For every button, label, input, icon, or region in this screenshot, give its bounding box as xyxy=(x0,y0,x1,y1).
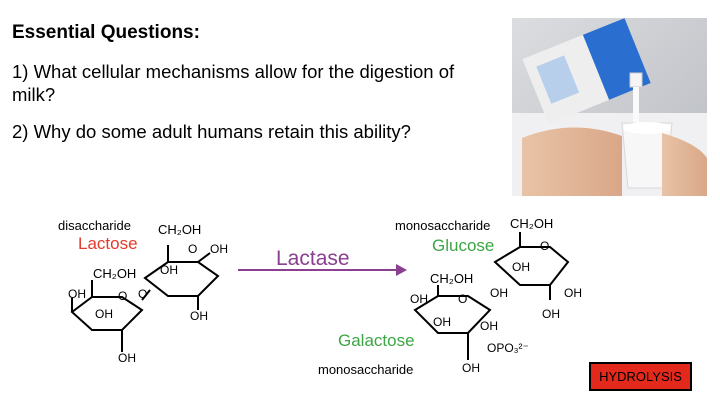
milk-pouring-photo xyxy=(512,18,707,196)
lactose-o-left: O xyxy=(118,289,127,303)
lactose-label: Lactose xyxy=(78,234,138,253)
galactose-oh-4: OH xyxy=(462,361,480,375)
glucose-oh-1: OH xyxy=(512,260,530,274)
galactose-opo3: OPO₃²⁻ xyxy=(487,341,529,355)
lactase-label: Lactase xyxy=(276,247,350,270)
essential-questions-title: Essential Questions: xyxy=(12,22,200,43)
galactose-molecule xyxy=(413,285,492,360)
galactose-oh-1: OH xyxy=(410,292,428,306)
lactose-ch2oh-top: CH₂OH xyxy=(158,222,201,237)
lactose-o-bridge: O xyxy=(138,287,147,301)
galactose-o: O xyxy=(458,292,467,306)
monosaccharide-bottom-label: monosaccharide xyxy=(318,362,413,377)
lactose-oh-6: OH xyxy=(190,309,208,323)
lactose-oh-1: OH xyxy=(68,287,86,301)
lactose-molecule xyxy=(70,245,220,352)
lactose-ch2oh-left: CH₂OH xyxy=(93,266,136,281)
question-1: 1) What cellular mechanisms allow for th… xyxy=(12,61,455,105)
lactose-hydrolysis-diagram: disaccharide Lactose CH₂OH CH₂OH OH O O … xyxy=(58,216,582,377)
lactose-oh-2: OH xyxy=(95,307,113,321)
lactose-oh-3: OH xyxy=(118,351,136,365)
galactose-label: Galactose xyxy=(338,331,415,350)
galactose-ch2oh: CH₂OH xyxy=(430,271,473,286)
glucose-o: O xyxy=(540,239,549,253)
hydrolysis-button[interactable]: HYDROLYSIS xyxy=(589,362,692,391)
glucose-ch2oh: CH₂OH xyxy=(510,216,553,231)
monosaccharide-top-label: monosaccharide xyxy=(395,218,490,233)
galactose-oh-2: OH xyxy=(433,315,451,329)
glucose-molecule xyxy=(493,232,570,300)
galactose-oh-3: OH xyxy=(480,319,498,333)
lactose-o-right: O xyxy=(188,242,197,256)
glucose-oh-3: OH xyxy=(564,286,582,300)
question-2: 2) Why do some adult humans retain this … xyxy=(12,121,411,142)
disaccharide-label: disaccharide xyxy=(58,218,131,233)
glucose-label: Glucose xyxy=(432,236,494,255)
glucose-oh-4: OH xyxy=(542,307,560,321)
glucose-oh-2: OH xyxy=(490,286,508,300)
lactose-oh-4: OH xyxy=(210,242,228,256)
lactose-oh-5: OH xyxy=(160,263,178,277)
